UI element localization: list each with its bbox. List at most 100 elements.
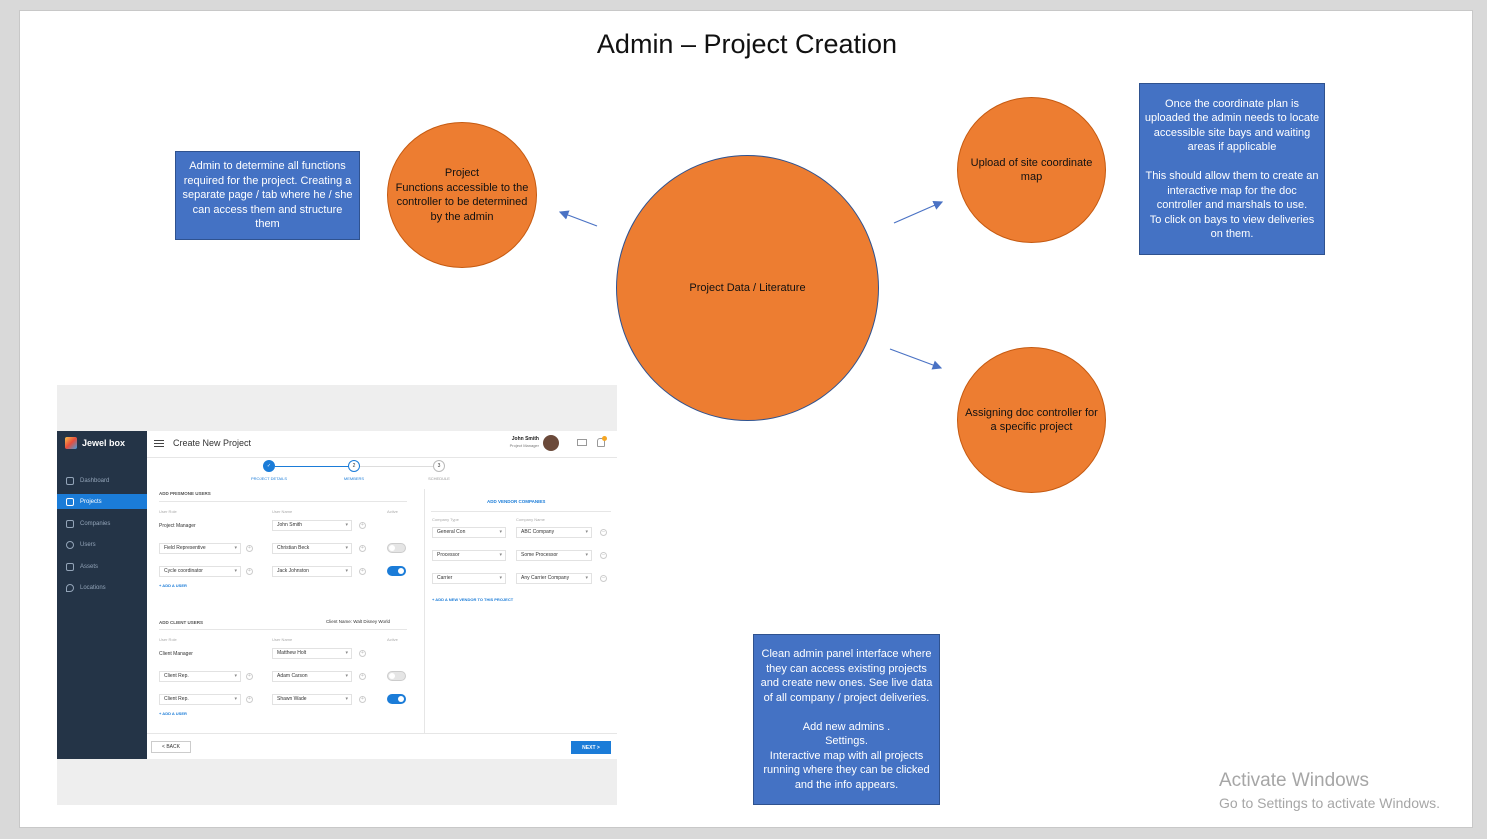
brand: Jewel box xyxy=(65,437,125,449)
user-name-select[interactable]: Adam Carson xyxy=(272,671,352,682)
company-name-select[interactable]: Some Processor xyxy=(516,550,592,561)
add-circle-icon[interactable]: + xyxy=(359,650,366,657)
divider xyxy=(159,629,407,630)
add-user-link[interactable]: + ADD A USER xyxy=(159,583,187,588)
avatar[interactable] xyxy=(543,435,559,451)
sidebar-item-locations[interactable]: Locations xyxy=(57,580,147,595)
functions-note-box: Admin to determine all functions require… xyxy=(175,151,360,240)
add-circle-icon[interactable]: + xyxy=(359,568,366,575)
vendor-panel: ADD VENDOR COMPANIES Company Type Compan… xyxy=(424,489,617,733)
sidebar-item-projects[interactable]: Projects xyxy=(57,494,147,509)
activate-windows-subtitle: Go to Settings to activate Windows. xyxy=(1219,795,1440,811)
col-user-name: User Name xyxy=(272,637,293,642)
vendor-heading: ADD VENDOR COMPANIES xyxy=(487,499,546,504)
logo-cube-icon xyxy=(65,437,77,449)
step-3-label: SCHEDULE xyxy=(428,476,450,481)
divider xyxy=(431,511,611,512)
sidebar: Jewel box Dashboard Projects Companies U… xyxy=(57,431,147,759)
col-user-name: User Name xyxy=(272,509,293,514)
stepper-line xyxy=(275,466,355,467)
sidebar-item-companies[interactable]: Companies xyxy=(57,516,147,531)
user-name-select[interactable]: Matthew Holt xyxy=(272,648,352,659)
step-1-check[interactable]: ✓ xyxy=(263,460,275,472)
activate-windows-title: Activate Windows xyxy=(1219,770,1369,791)
stepper-line-pending xyxy=(359,466,439,467)
top-bar: Create New Project John Smith Project Ma… xyxy=(147,431,617,458)
arrow-to-functions xyxy=(558,210,598,227)
arrow-to-upload xyxy=(893,200,944,224)
role-select[interactable]: Client Rep. xyxy=(159,694,241,705)
step-1-label: PROJECT DETAILS xyxy=(250,476,288,481)
user-role: Project Manager xyxy=(509,443,539,448)
slide-title: Admin – Project Creation xyxy=(596,29,898,59)
active-toggle[interactable] xyxy=(387,566,406,576)
next-button[interactable]: NEXT > xyxy=(571,741,611,754)
user-name: John Smith xyxy=(511,436,539,442)
add-circle-icon[interactable]: + xyxy=(359,696,366,703)
role-cell: Project Manager xyxy=(159,523,196,529)
active-toggle[interactable] xyxy=(387,671,406,681)
role-select[interactable]: Client Rep. xyxy=(159,671,241,682)
company-type-select[interactable]: General Con xyxy=(432,527,506,538)
brand-name: Jewel box xyxy=(82,438,126,448)
add-user-link[interactable]: + ADD A USER xyxy=(159,711,187,716)
bell-icon[interactable] xyxy=(597,438,605,447)
user-name-select[interactable]: Christian Beck xyxy=(272,543,352,554)
upload-map-circle: Upload of site coordinate map xyxy=(957,97,1106,243)
step-2-label: MEMBERS xyxy=(343,476,365,481)
add-circle-icon[interactable]: + xyxy=(359,673,366,680)
sidebar-item-users[interactable]: Users xyxy=(57,537,147,552)
folder-icon xyxy=(66,497,74,506)
step-3[interactable]: 3 xyxy=(433,460,445,472)
user-name-select[interactable]: Jack Johnston xyxy=(272,566,352,577)
client-name: Client Name: Walt Disney World xyxy=(326,619,391,624)
page-title: Create New Project xyxy=(173,438,252,448)
dashboard-icon xyxy=(66,476,74,485)
user-name-select[interactable]: Shawn Wade xyxy=(272,694,352,705)
notification-dot xyxy=(602,436,607,441)
footer-bar: < BACK NEXT > xyxy=(147,733,617,760)
company-name-select[interactable]: Any Carrier Company xyxy=(516,573,592,584)
company-type-select[interactable]: Processor xyxy=(432,550,506,561)
assets-icon xyxy=(66,562,74,571)
add-circle-icon[interactable]: + xyxy=(246,545,253,552)
role-select[interactable]: Field Representive xyxy=(159,543,241,554)
client-heading: ADD CLIENT USERS xyxy=(159,620,204,625)
location-pin-icon xyxy=(66,583,74,592)
col-user-role: User Role xyxy=(159,509,177,514)
remove-circle-icon[interactable]: – xyxy=(600,529,607,536)
add-circle-icon[interactable]: + xyxy=(246,696,253,703)
hamburger-menu-icon[interactable] xyxy=(154,440,164,447)
active-toggle[interactable] xyxy=(387,543,406,553)
mail-icon[interactable] xyxy=(577,439,587,446)
admin-panel-note-box: Clean admin panel interface where they c… xyxy=(753,634,940,805)
col-active: Active xyxy=(387,509,398,514)
col-company-name: Company Name xyxy=(516,517,545,522)
col-user-role: User Role xyxy=(159,637,177,642)
col-company-type: Company Type xyxy=(432,517,459,522)
add-circle-icon[interactable]: + xyxy=(246,673,253,680)
company-type-select[interactable]: Carrier xyxy=(432,573,506,584)
company-name-select[interactable]: ABC Company xyxy=(516,527,592,538)
divider xyxy=(159,501,407,502)
active-toggle[interactable] xyxy=(387,694,406,704)
remove-circle-icon[interactable]: – xyxy=(600,575,607,582)
remove-circle-icon[interactable]: – xyxy=(600,552,607,559)
assign-controller-circle: Assigning doc controller for a specific … xyxy=(957,347,1106,493)
add-vendor-link[interactable]: + ADD A NEW VENDOR TO THIS PROJECT xyxy=(432,597,514,602)
arrow-to-assign xyxy=(889,348,943,370)
building-icon xyxy=(66,519,74,528)
step-2[interactable]: 2 xyxy=(348,460,360,472)
role-cell: Client Manager xyxy=(159,651,193,657)
coordinate-note-box: Once the coordinate plan is uploaded the… xyxy=(1139,83,1325,255)
sidebar-item-dashboard[interactable]: Dashboard xyxy=(57,473,147,488)
role-select[interactable]: Cycle coordinator xyxy=(159,566,241,577)
back-button[interactable]: < BACK xyxy=(151,741,191,753)
add-circle-icon[interactable]: + xyxy=(359,522,366,529)
add-circle-icon[interactable]: + xyxy=(359,545,366,552)
prismone-heading: ADD PRISMONE USERS xyxy=(159,491,211,496)
slide: Admin – Project Creation Admin to determ… xyxy=(19,10,1473,828)
add-circle-icon[interactable]: + xyxy=(246,568,253,575)
sidebar-item-assets[interactable]: Assets xyxy=(57,559,147,574)
user-name-select[interactable]: John Smith xyxy=(272,520,352,531)
